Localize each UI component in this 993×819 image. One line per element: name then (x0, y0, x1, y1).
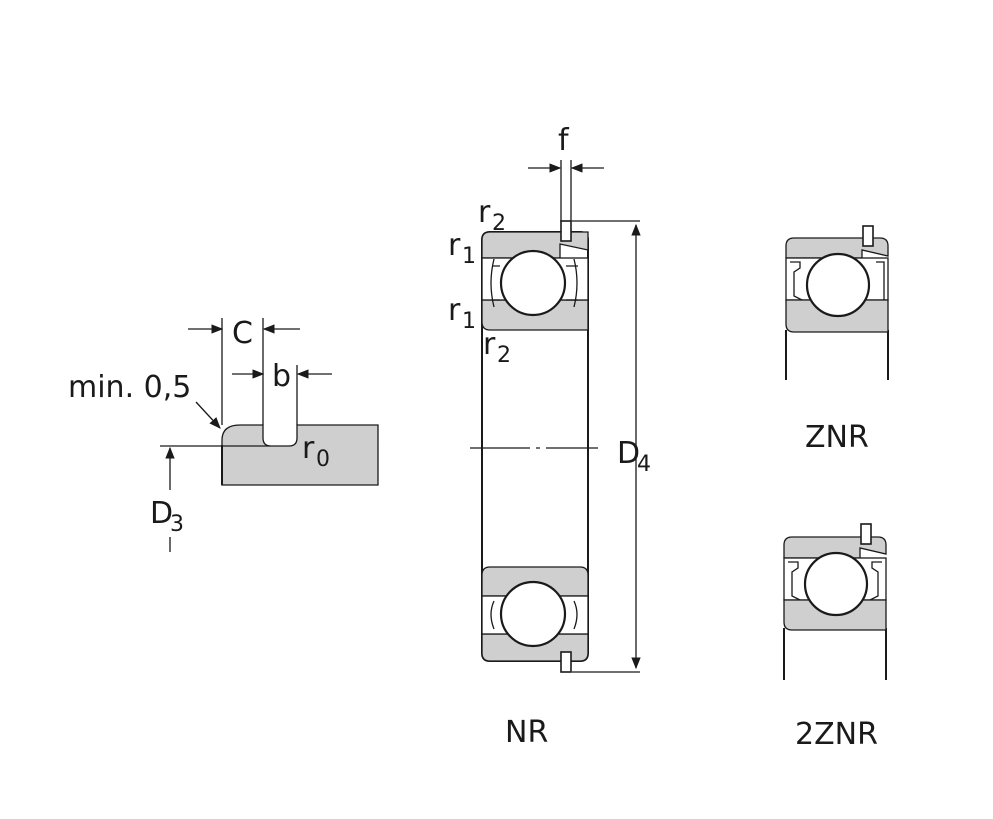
r1-mid-subscript: 1 (462, 309, 476, 334)
nr-top-ball (499, 249, 567, 317)
r1-top-subscript: 1 (462, 244, 476, 269)
two-znr-snap-ring (860, 523, 872, 545)
nr-bearing: f r 2 r 1 r 1 r 2 D 4 NR (448, 123, 651, 750)
nr-top-snap-ring (560, 220, 572, 242)
znr-caption: ZNR (805, 420, 869, 455)
groove-radius-label: r (302, 431, 315, 466)
two-znr-shield-right (869, 561, 882, 601)
znr-bearing: ZNR (785, 225, 889, 455)
r1-mid-label: r (448, 293, 461, 328)
nr-bottom-snap-ring (560, 651, 572, 673)
min-chamfer-note: min. 0,5 (68, 370, 191, 405)
nr-bottom-ball (499, 580, 567, 648)
r2-mid-subscript: 2 (497, 343, 511, 368)
groove-radius-subscript: 0 (316, 447, 330, 472)
r2-top-subscript: 2 (492, 211, 506, 236)
dim-d4-subscript: 4 (637, 452, 651, 477)
two-znr-shield-left (788, 561, 801, 601)
znr-ball (805, 252, 871, 318)
dim-d3-subscript: 3 (170, 512, 184, 537)
dim-c-label: C (232, 316, 253, 351)
r2-mid-label: r (483, 327, 496, 362)
dim-d4-label: D (617, 436, 640, 471)
two-znr-bearing: 2ZNR (783, 523, 887, 752)
znr-snap-ring (862, 225, 874, 247)
r1-top-label: r (448, 228, 461, 263)
dim-b-label: b (272, 359, 291, 394)
two-znr-ball (803, 551, 869, 617)
znr-shield (790, 261, 803, 301)
two-znr-caption: 2ZNR (795, 717, 878, 752)
dim-d3-label: D (150, 496, 173, 531)
r2-top-label: r (478, 195, 491, 230)
dim-f-label: f (558, 123, 570, 158)
nr-caption: NR (505, 715, 548, 750)
min-chamfer-leader (195, 401, 221, 429)
groove-shoulder-section (221, 424, 379, 486)
groove-detail: C b min. 0,5 r 0 D 3 (68, 316, 379, 552)
